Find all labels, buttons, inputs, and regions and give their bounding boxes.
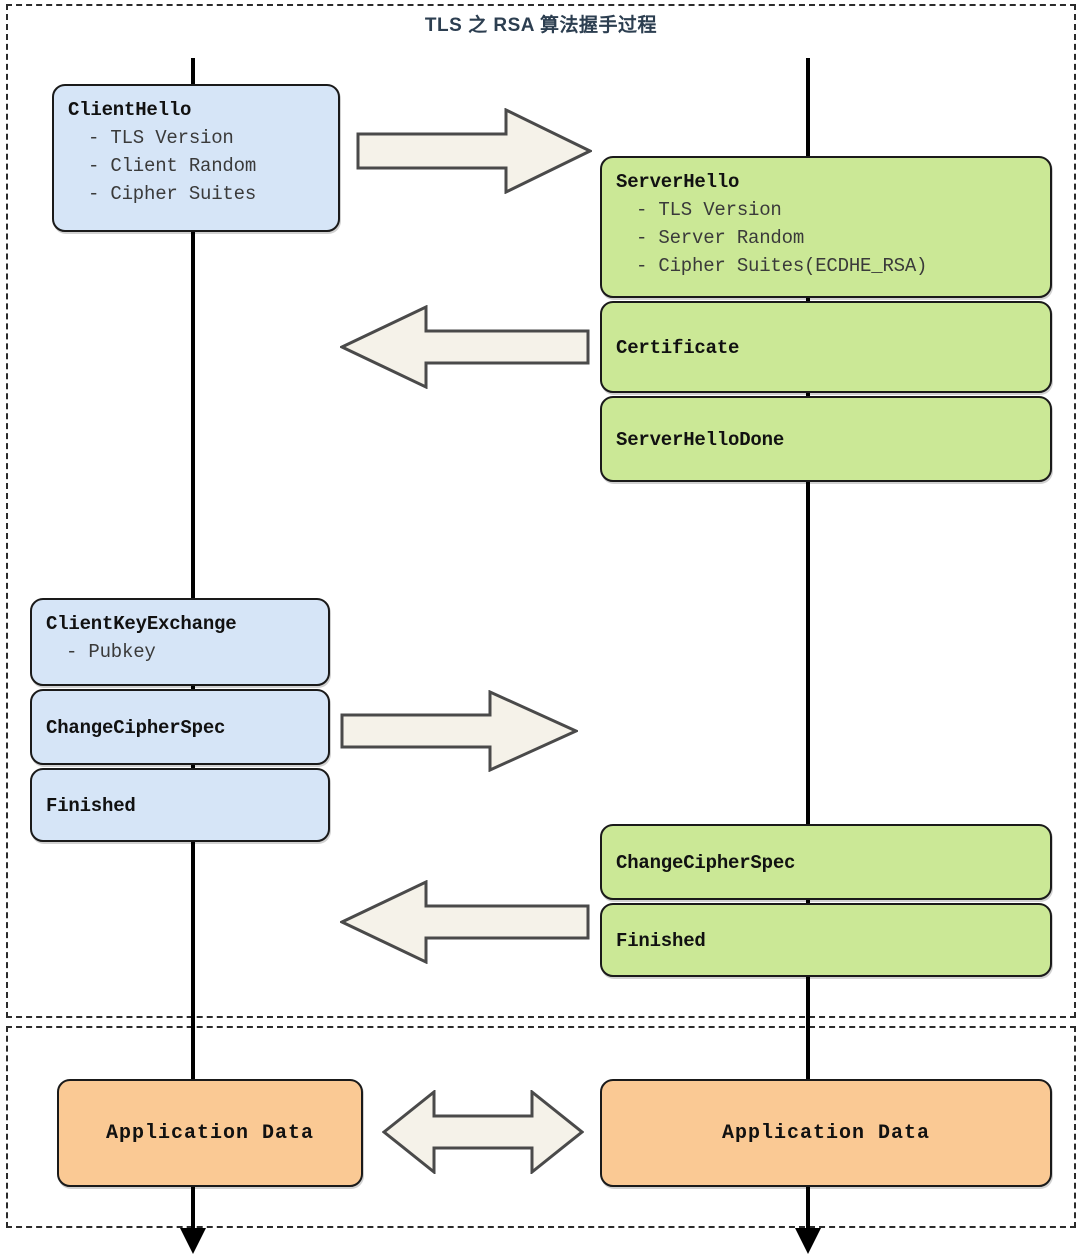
server-lifeline-arrowhead-icon — [795, 1228, 821, 1254]
client-key-exchange-title: ClientKeyExchange — [46, 613, 237, 635]
server-change-cipher-spec-title: ChangeCipherSpec — [616, 852, 796, 874]
message-box-application-data-server[interactable]: Application Data — [600, 1079, 1052, 1187]
server-hello-item-2: - Cipher Suites(ECDHE_RSA) — [636, 255, 928, 277]
application-data-phase-region — [6, 1026, 1076, 1228]
client-lifeline-arrowhead-icon — [180, 1228, 206, 1254]
message-box-client-key-exchange[interactable]: ClientKeyExchange - Pubkey — [30, 598, 330, 686]
server-hello-title: ServerHello — [616, 171, 740, 193]
client-hello-item-2: - Cipher Suites — [88, 183, 257, 205]
message-box-client-hello[interactable]: ClientHello - TLS Version - Client Rando… — [52, 84, 340, 232]
server-finished-arrow-icon — [340, 880, 590, 964]
client-change-cipher-spec-title: ChangeCipherSpec — [46, 717, 226, 739]
client-hello-item-0: - TLS Version — [88, 127, 234, 149]
diagram-title: TLS 之 RSA 算法握手过程 — [424, 15, 658, 36]
message-box-server-hello[interactable]: ServerHello - TLS Version - Server Rando… — [600, 156, 1052, 298]
client-key-exchange-item-0: - Pubkey — [66, 641, 156, 663]
client-key-exchange-arrow-icon — [340, 690, 578, 772]
message-box-certificate[interactable]: Certificate — [600, 301, 1052, 393]
handshake-phase-region — [6, 4, 1076, 1018]
client-hello-item-1: - Client Random — [88, 155, 257, 177]
message-box-client-finished[interactable]: Finished — [30, 768, 330, 842]
message-box-server-hello-done[interactable]: ServerHelloDone — [600, 396, 1052, 482]
server-finished-title: Finished — [616, 930, 706, 952]
server-response-arrow-icon — [340, 305, 590, 389]
client-hello-arrow-icon — [356, 108, 592, 194]
message-box-client-change-cipher-spec[interactable]: ChangeCipherSpec — [30, 689, 330, 765]
server-lifeline — [806, 58, 810, 1234]
server-hello-item-0: - TLS Version — [636, 199, 782, 221]
client-finished-title: Finished — [46, 795, 136, 817]
client-hello-title: ClientHello — [68, 99, 192, 121]
certificate-title: Certificate — [616, 337, 740, 359]
server-hello-done-title: ServerHelloDone — [616, 429, 785, 451]
application-data-bidirectional-arrow-icon — [382, 1090, 584, 1174]
application-data-server-label: Application Data — [721, 1122, 931, 1145]
message-box-server-change-cipher-spec[interactable]: ChangeCipherSpec — [600, 824, 1052, 900]
server-hello-item-1: - Server Random — [636, 227, 805, 249]
application-data-client-label: Application Data — [105, 1122, 315, 1145]
message-box-server-finished[interactable]: Finished — [600, 903, 1052, 977]
message-box-application-data-client[interactable]: Application Data — [57, 1079, 363, 1187]
